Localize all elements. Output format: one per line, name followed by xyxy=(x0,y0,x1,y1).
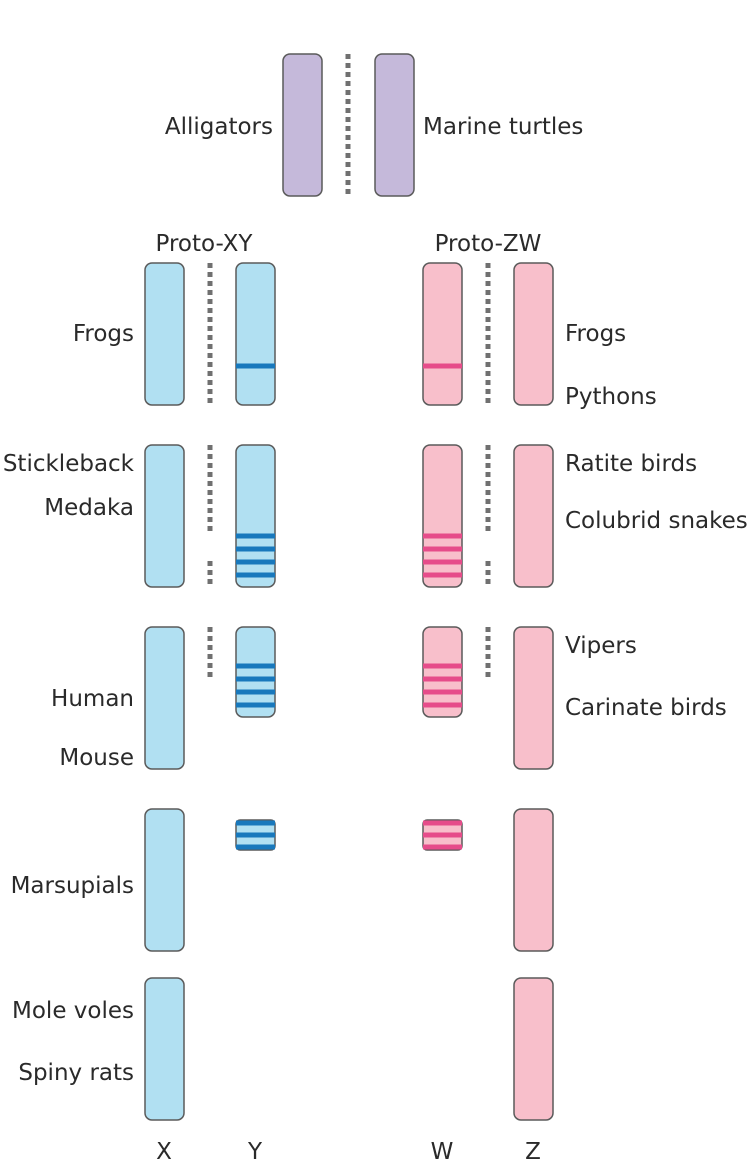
row-2-right-label-2: Colubrid snakes xyxy=(565,508,748,534)
row-1: Frogs Frogs Pythons xyxy=(73,262,657,410)
row-3-left-label-1: Human xyxy=(51,686,134,712)
y-chromosome xyxy=(235,444,276,588)
ancestral-chromosome-right xyxy=(374,53,415,197)
row-3: Human Mouse Vipers Carinate birds xyxy=(51,626,727,771)
row-4: Marsupials xyxy=(11,808,554,952)
row-1-right-label-1: Frogs xyxy=(565,321,626,347)
row-3-left-label-2: Mouse xyxy=(59,745,134,771)
row-2-left-label-1: Stickleback xyxy=(3,451,135,477)
proto-zw-header: Proto-ZW xyxy=(435,231,542,257)
row-1-right-label-2: Pythons xyxy=(565,384,657,410)
ancestral-pair: Alligators Marine turtles xyxy=(165,53,583,197)
x-column-label: X xyxy=(156,1139,172,1165)
x-chromosome xyxy=(144,808,185,952)
x-chromosome xyxy=(144,262,185,406)
w-chromosome xyxy=(422,444,463,588)
z-chromosome xyxy=(513,262,554,406)
row-1-left-label-1: Frogs xyxy=(73,321,134,347)
w-column-label: W xyxy=(431,1139,454,1165)
row-5: Mole voles Spiny rats xyxy=(12,977,554,1121)
row-5-left-label-1: Mole voles xyxy=(12,998,134,1024)
row-3-right-label-2: Carinate birds xyxy=(565,695,727,721)
marine-turtles-label: Marine turtles xyxy=(423,114,583,140)
alligators-label: Alligators xyxy=(165,114,273,140)
row-4-left-label-1: Marsupials xyxy=(11,873,134,899)
proto-xy-header: Proto-XY xyxy=(156,231,254,257)
z-chromosome xyxy=(513,977,554,1121)
z-chromosome xyxy=(513,808,554,952)
y-chromosome xyxy=(235,262,276,406)
row-5-left-label-2: Spiny rats xyxy=(18,1060,134,1086)
row-2-left-label-2: Medaka xyxy=(44,495,134,521)
row-2-right-label-1: Ratite birds xyxy=(565,451,697,477)
y-column-label: Y xyxy=(247,1139,263,1165)
x-chromosome xyxy=(144,977,185,1121)
w-chromosome xyxy=(422,262,463,406)
ancestral-chromosome-left xyxy=(282,53,323,197)
row-2: Stickleback Medaka Ratite birds Colubrid… xyxy=(3,444,748,588)
x-chromosome xyxy=(144,444,185,588)
x-chromosome xyxy=(144,626,185,770)
z-chromosome xyxy=(513,626,554,770)
z-chromosome xyxy=(513,444,554,588)
z-column-label: Z xyxy=(525,1139,541,1165)
row-3-right-label-1: Vipers xyxy=(565,633,637,659)
